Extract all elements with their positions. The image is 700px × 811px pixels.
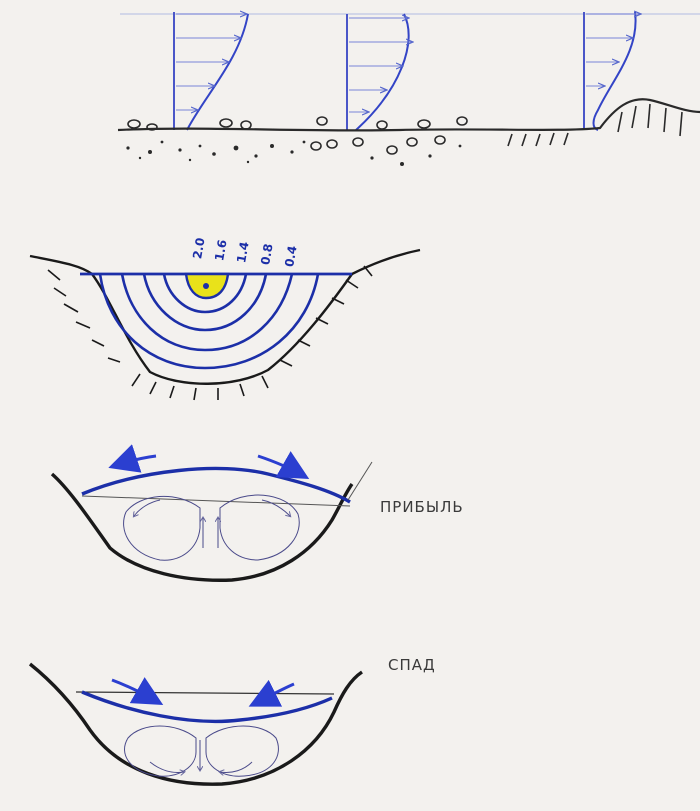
falling-channel-bed	[30, 664, 362, 784]
falling-stage-section	[30, 664, 362, 784]
max-velocity-point	[203, 283, 209, 289]
falling-concave-surface	[82, 692, 332, 721]
falling-circulation-cells	[125, 726, 279, 776]
falling-stage-label: СПАД	[388, 656, 436, 674]
rising-reference-level	[82, 496, 350, 506]
velocity-profiles-panel	[118, 12, 700, 166]
gravel-dots	[126, 141, 461, 166]
rising-convex-surface	[82, 468, 350, 502]
rising-stage-label: ПРИБЫЛЬ	[380, 498, 464, 516]
velocity-profile-2	[347, 14, 412, 130]
riverbed	[118, 99, 700, 166]
channel-bed	[30, 250, 420, 384]
bank-hatching	[508, 104, 682, 146]
pebbles	[128, 117, 467, 154]
velocity-profile-1	[174, 12, 248, 130]
rising-cell-right	[220, 495, 299, 560]
rising-stage-section	[52, 456, 372, 580]
falling-reference-level	[76, 692, 334, 694]
falling-arrow-left	[112, 680, 158, 702]
rising-arrow-left	[114, 456, 156, 466]
velocity-profile-3	[584, 12, 640, 130]
rising-circulation-cells	[124, 495, 300, 560]
rising-bank-tick	[348, 462, 372, 500]
isovel-cross-section	[30, 250, 420, 400]
rising-cell-left	[124, 496, 200, 560]
